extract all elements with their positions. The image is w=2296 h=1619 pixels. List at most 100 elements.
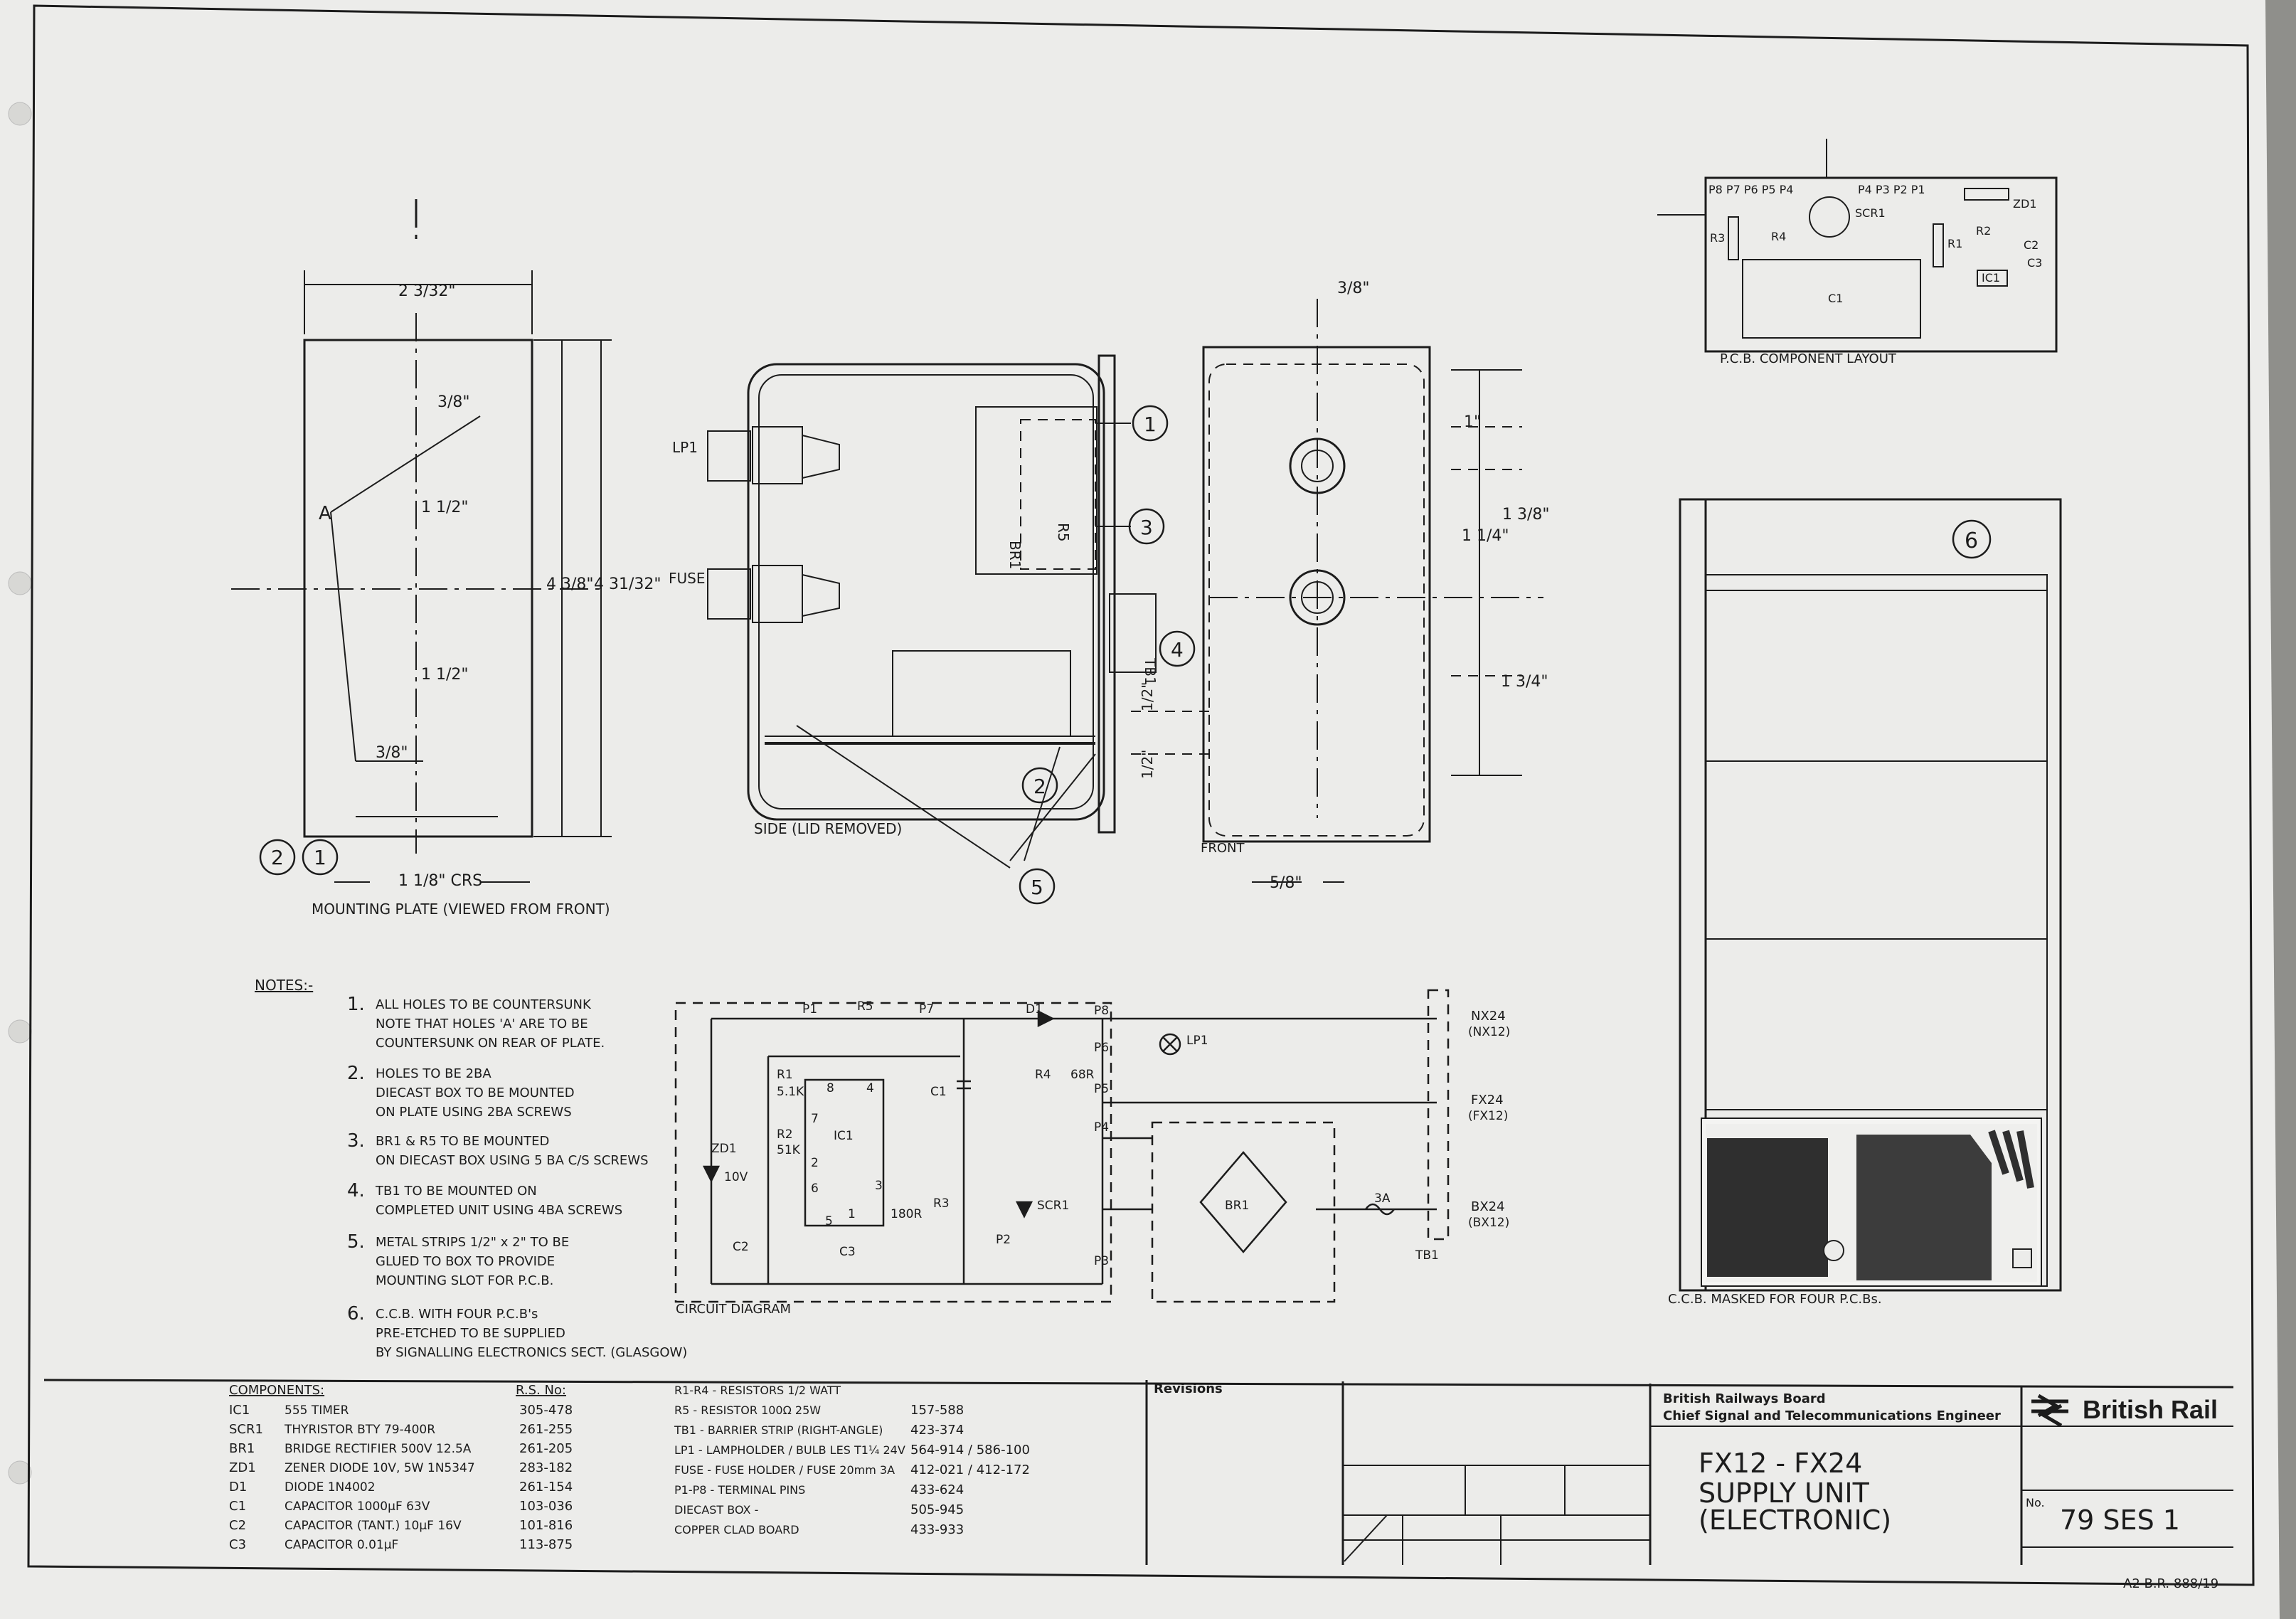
dim-front-top: 3/8" — [1337, 280, 1370, 297]
circuit-label-pin1: 1 — [848, 1207, 856, 1221]
component-ref: C2 — [229, 1518, 246, 1533]
circuit-label-r2: R2 — [777, 1127, 793, 1142]
title-block — [43, 1379, 2234, 1565]
component-rs: 283-182 — [519, 1460, 573, 1475]
note-line: COUNTERSUNK ON REAR OF PLATE. — [376, 1036, 605, 1051]
mounting-plate-labels: 2 3/32" 4 3/8" 4 31/32" 3/8" 1 1/2" 1 1/… — [259, 282, 661, 918]
component2-desc: LP1 - LAMPHOLDER / BULB LES T1¼ 24V — [674, 1443, 905, 1457]
component-ref: BR1 — [229, 1441, 255, 1456]
circuit-caption: CIRCUIT DIAGRAM — [676, 1302, 791, 1317]
circuit-label-pin4: 4 — [866, 1081, 874, 1095]
dim-plate-mid-2: 1 1/2" — [421, 666, 469, 684]
pcb-label-scr1: SCR1 — [1855, 206, 1886, 220]
marker-3-side: 3 — [1140, 516, 1153, 539]
british-rail-logo-icon — [2031, 1394, 2068, 1428]
component-ref: D1 — [229, 1480, 247, 1495]
components-heading: COMPONENTS: — [229, 1383, 324, 1398]
side-view-labels: LP1 FUSE R5 BR1 TB1 1/2" 1/2" SIDE (LID … — [669, 405, 1196, 905]
note-line: DIECAST BOX TO BE MOUNTED — [376, 1085, 575, 1100]
component-desc: THYRISTOR BTY 79-400R — [284, 1423, 435, 1437]
dim-plate-width: 2 3/32" — [398, 282, 456, 300]
circuit-label-scr1: SCR1 — [1037, 1199, 1069, 1213]
circuit-label-p4: P4 — [1094, 1120, 1109, 1135]
mounting-plate-view — [231, 199, 612, 883]
component2-rs: 433-933 — [910, 1522, 964, 1537]
circuit-label-pin3: 3 — [875, 1179, 883, 1193]
dim-plate-mid-1: 1 1/2" — [421, 499, 469, 516]
component2-rs: 423-374 — [910, 1423, 964, 1438]
circuit-label-p6: P6 — [1094, 1041, 1109, 1055]
note-number: 4. — [347, 1180, 365, 1201]
dim-front-3: 1 1/4" — [1462, 527, 1509, 545]
note-line: NOTE THAT HOLES 'A' ARE TO BE — [376, 1016, 588, 1031]
note-line: ON DIECAST BOX USING 5 BA C/S SCREWS — [376, 1153, 649, 1168]
circuit-label-r4v: 68R — [1070, 1068, 1095, 1082]
note-line: C.C.B. WITH FOUR P.C.B's — [376, 1307, 538, 1322]
circuit-label-br1: BR1 — [1225, 1199, 1249, 1213]
circuit-label-c1: C1 — [930, 1085, 947, 1099]
circuit-label-ic1: IC1 — [834, 1129, 854, 1143]
circuit-label-pin6: 6 — [811, 1182, 819, 1196]
dim-plate-bottom: 3/8" — [376, 744, 408, 762]
marker-1-plate: 1 — [314, 846, 326, 869]
ccb-labels: 6 C.C.B. MASKED FOR FOUR P.C.Bs. — [1668, 519, 1992, 1307]
pcb-label-ic1: IC1 — [1982, 271, 2000, 285]
component2-rs: 564-914 / 586-100 — [910, 1443, 1030, 1458]
circuit-label-zd1: ZD1 — [711, 1142, 737, 1156]
dim-side-a: 1/2" — [1139, 682, 1156, 711]
drawing-title-1: FX12 - FX24 — [1699, 1448, 1862, 1479]
pcb-pins-right: P4 P3 P2 P1 — [1858, 183, 1925, 196]
circuit-label-p5: P5 — [1094, 1082, 1109, 1096]
pcb-label-c3: C3 — [2027, 256, 2042, 270]
dim-plate-top: 3/8" — [437, 393, 470, 411]
circuit-label-p7: P7 — [919, 1002, 934, 1016]
pcb-layout-labels: P8 P7 P6 P5 P4 P4 P3 P2 P1 ZD1 SCR1 R4 R… — [1708, 183, 2042, 366]
drawing-number: 79 SES 1 — [2060, 1504, 2180, 1536]
lp1-holder — [707, 426, 840, 484]
circuit-label-c3: C3 — [839, 1245, 856, 1259]
terminal-2-b: (BX12) — [1468, 1216, 1509, 1230]
component2-desc: TB1 - BARRIER STRIP (RIGHT-ANGLE) — [674, 1423, 883, 1437]
component2-desc: COPPER CLAD BOARD — [674, 1523, 799, 1536]
component-rs: 261-154 — [519, 1480, 573, 1495]
circuit-label-r3v: 180R — [891, 1207, 922, 1221]
ccb-caption: C.C.B. MASKED FOR FOUR P.C.Bs. — [1668, 1292, 1882, 1307]
note-line: ALL HOLES TO BE COUNTERSUNK — [376, 997, 592, 1012]
label-lp1: LP1 — [672, 439, 698, 456]
component-rs: 261-255 — [519, 1422, 573, 1437]
circuit-label-zdv: 10V — [724, 1170, 748, 1184]
terminal-1-b: (FX12) — [1468, 1109, 1508, 1123]
circuit-label-lp1: LP1 — [1186, 1034, 1208, 1048]
pcb-label-c2: C2 — [2024, 238, 2039, 252]
note-number: 5. — [347, 1231, 365, 1253]
circuit-label-r1v: 5.1K — [777, 1085, 804, 1099]
side-view — [707, 354, 1209, 869]
component-desc: CAPACITOR 0.01µF — [285, 1538, 398, 1552]
marker-1-side: 1 — [1144, 413, 1157, 436]
marker-6: 6 — [1965, 529, 1978, 553]
note-number: 2. — [347, 1063, 365, 1084]
marker-5-side: 5 — [1031, 876, 1043, 899]
label-r5: R5 — [1055, 523, 1072, 542]
marker-2-side: 2 — [1033, 775, 1046, 798]
circuit-label-r5: R5 — [857, 999, 873, 1014]
pcb-label-r4: R4 — [1771, 230, 1786, 243]
terminal-0-a: NX24 — [1471, 1009, 1506, 1024]
component-rs: 113-875 — [519, 1537, 573, 1552]
pcb-label-c1: C1 — [1828, 292, 1843, 305]
terminal-1-a: FX24 — [1471, 1093, 1504, 1108]
circuit-label-pin7: 7 — [811, 1112, 819, 1126]
circuit-label-pin5: 5 — [825, 1214, 833, 1228]
pcb-pins-left: P8 P7 P6 P5 P4 — [1708, 183, 1793, 196]
component2-desc: R5 - RESISTOR 100Ω 25W — [674, 1403, 821, 1417]
note-line: BY SIGNALLING ELECTRONICS SECT. (GLASGOW… — [376, 1345, 687, 1360]
component-rs: 101-816 — [519, 1518, 573, 1533]
circuit-label-p2: P2 — [996, 1233, 1011, 1247]
component-ref: SCR1 — [229, 1422, 263, 1437]
component-rs: 305-478 — [519, 1403, 573, 1418]
mounting-plate-caption: MOUNTING PLATE (VIEWED FROM FRONT) — [312, 901, 610, 918]
component2-desc: R1-R4 - RESISTORS 1/2 WATT — [674, 1384, 841, 1397]
note-number: 1. — [347, 994, 365, 1015]
dim-plate-height-1: 4 3/8" — [546, 575, 594, 593]
